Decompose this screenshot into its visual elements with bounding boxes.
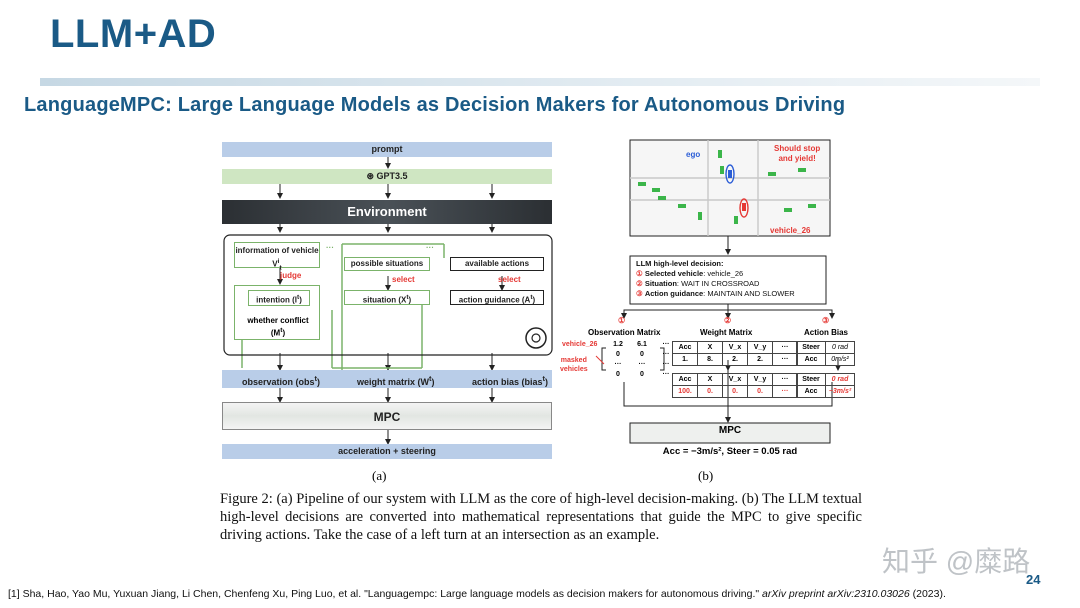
- marker-2: ②: [724, 316, 732, 325]
- action-guidance-box: action guidance (At): [450, 290, 544, 305]
- table-row: Acc−3m/s²: [796, 385, 855, 398]
- gpt-bar: ⊛ GPT3.5: [222, 169, 552, 184]
- select-label-2: select: [498, 275, 521, 284]
- weight-matrix-label: weight matrix (Wt): [357, 374, 435, 387]
- decision-line: ② Situation: WAIT IN CROSSROAD: [636, 279, 760, 288]
- possible-situations-box: possible situations: [344, 257, 430, 271]
- table-row: 1.8.2.2.···: [672, 353, 798, 366]
- watermark: 知乎 @糜路: [882, 546, 1031, 577]
- vehicle-26-row-label: vehicle_26: [562, 341, 598, 348]
- page-number: 24: [1026, 572, 1041, 587]
- observation-label: observation (obst): [242, 374, 321, 387]
- result-equation: Acc = −3m/s², Steer = 0.05 rad: [662, 446, 798, 457]
- observation-matrix-title: Observation Matrix: [588, 328, 661, 337]
- openai-icon: ⊛: [366, 171, 377, 181]
- situation-box: situation (Xt): [344, 290, 430, 305]
- action-bias-title: Action Bias: [804, 328, 849, 337]
- figure-b-graphics: [595, 139, 841, 444]
- ellipsis-2: ···: [426, 243, 434, 252]
- whether-conflict-label: whether conflict(Mt): [247, 316, 309, 338]
- figure-b-label: (b): [698, 468, 714, 483]
- decision-line: ③ Action guidance: MAINTAIN AND SLOWER: [636, 289, 795, 298]
- table-row: 100.0.0.0.···: [672, 385, 798, 398]
- marker-1: ①: [618, 316, 626, 325]
- decision-title: LLM high-level decision:: [636, 259, 724, 268]
- mpc-road-b: MPC: [718, 425, 742, 436]
- matrix-row: ·········: [614, 360, 670, 368]
- accel-steer-bar: acceleration + steering: [222, 444, 552, 459]
- figure-a: prompt ⊛ GPT3.5 Environment information …: [222, 140, 554, 485]
- mpc-road-a: MPC: [222, 402, 552, 430]
- ego-label: ego: [686, 150, 701, 159]
- outputs-bar: observation (obst) weight matrix (Wt) ac…: [222, 370, 552, 388]
- figure-a-label: (a): [372, 468, 387, 483]
- ellipsis-1: ···: [326, 243, 334, 252]
- weight-matrix-title: Weight Matrix: [700, 328, 753, 337]
- vehicle-26-label: vehicle_26: [770, 226, 811, 235]
- info-vehicle-box: information of vehicle Vit: [234, 242, 320, 271]
- prompt-bar: prompt: [222, 142, 552, 157]
- marker-3: ③: [822, 316, 830, 325]
- title-rule: [40, 78, 1040, 86]
- available-actions-box: available actions: [450, 257, 544, 271]
- judge-label: judge: [280, 271, 302, 280]
- slide-title: LLM+AD: [50, 12, 217, 56]
- reference: [1] Sha, Hao, Yao Mu, Yuxuan Jiang, Li C…: [8, 588, 946, 600]
- decision-line: ① Selected vehicle: vehicle_26: [636, 269, 744, 278]
- intention-box: intention (It): [248, 290, 310, 306]
- decision-box: LLM high-level decision: ① Selected vehi…: [636, 259, 795, 299]
- select-label-1: select: [392, 275, 415, 284]
- action-bias-label: action bias (biast): [472, 374, 549, 387]
- environment-bar: Environment: [222, 200, 552, 224]
- paper-title: LanguageMPC: Large Language Models as De…: [24, 94, 846, 116]
- figure-caption: Figure 2: (a) Pipeline of our system wit…: [220, 491, 862, 543]
